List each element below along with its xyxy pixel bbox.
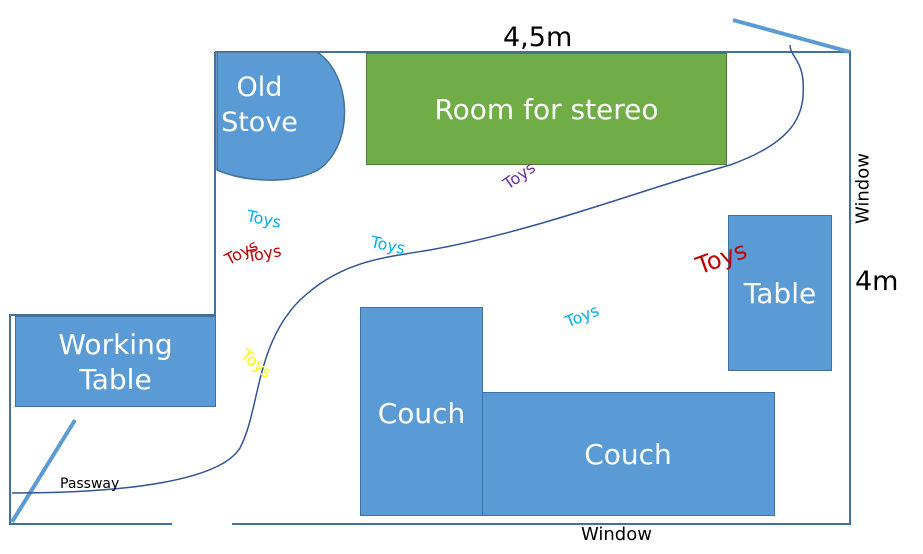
old-stove-shape xyxy=(216,51,346,181)
couch-right-label: Couch xyxy=(584,437,672,471)
working-table-label: Working Table xyxy=(58,327,173,396)
old-stove: Old Stove xyxy=(217,60,302,150)
door-bottom-left xyxy=(10,418,77,524)
table: Table xyxy=(728,215,832,371)
passway-label: Passway xyxy=(60,476,120,492)
stereo-area-label: Room for stereo xyxy=(434,92,659,126)
stereo-area: Room for stereo xyxy=(366,53,727,165)
table-label: Table xyxy=(743,276,817,310)
bottom-window-label: Window xyxy=(581,524,652,545)
couch-left: Couch xyxy=(360,307,483,516)
passway-path xyxy=(11,44,805,494)
width-dimension: 4,5m xyxy=(503,22,573,53)
right-window-label: Window xyxy=(852,153,874,224)
couch-right: Couch xyxy=(481,392,775,516)
old-stove-label: Old Stove xyxy=(221,71,298,138)
door-top-right xyxy=(732,18,851,54)
working-table: Working Table xyxy=(15,316,216,407)
height-dimension: 4m xyxy=(855,266,899,297)
couch-left-label: Couch xyxy=(377,397,466,430)
